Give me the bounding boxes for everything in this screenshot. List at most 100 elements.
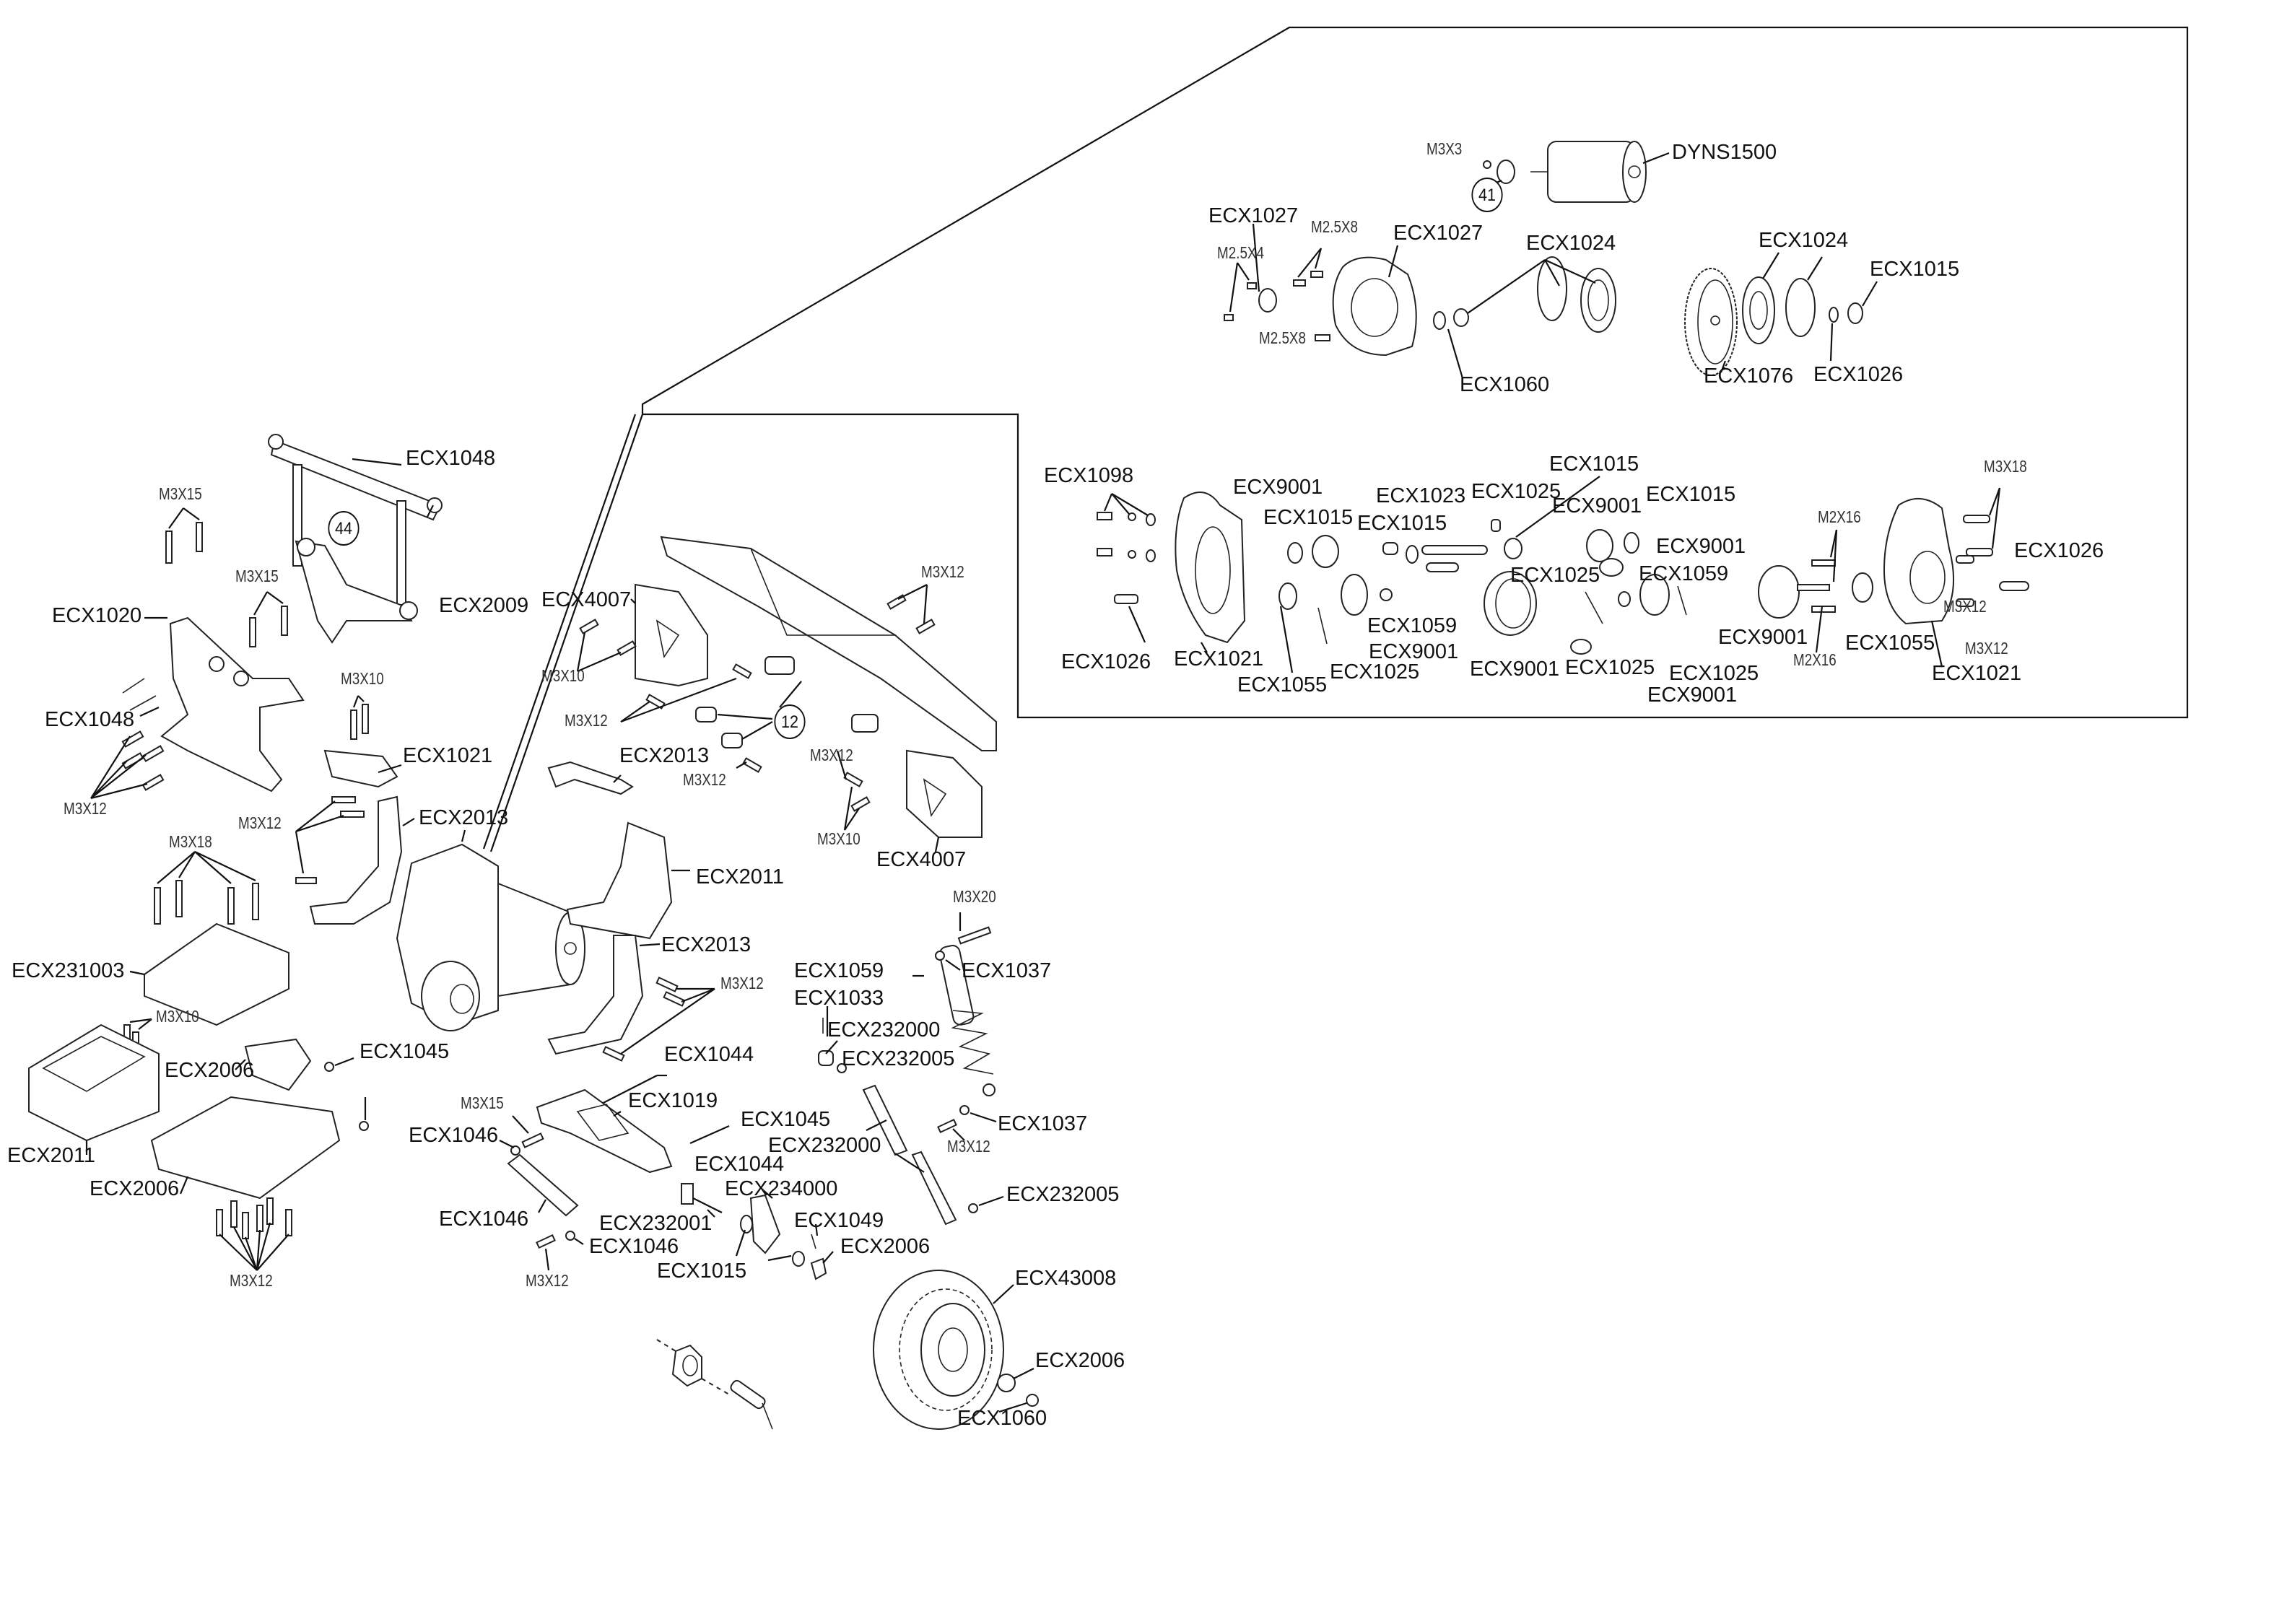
inset-leader-line xyxy=(482,414,637,850)
label-m2-5x8: M2.5X8 xyxy=(1259,331,1307,348)
chassis-plate-ecx2006 xyxy=(150,1096,341,1271)
callout-44: 44 xyxy=(328,511,360,546)
skid-plate-ecx4007-left xyxy=(630,583,708,687)
servo-mount-ecx1021 xyxy=(323,749,402,788)
label-ecx2013: ECX2013 xyxy=(661,934,752,957)
trans-screws-left xyxy=(1097,493,1156,643)
label-ecx43008: ECX43008 xyxy=(1015,1267,1117,1291)
label-ecx1021: ECX1021 xyxy=(1932,663,2022,686)
label-m3x20: M3X20 xyxy=(953,889,996,907)
label-ecx1049: ECX1049 xyxy=(794,1210,884,1233)
motor-dyns1500 xyxy=(1530,141,1670,203)
ecx1045-screws xyxy=(324,1057,369,1131)
label-m3x3: M3X3 xyxy=(1426,141,1463,159)
label-ecx1025: ECX1025 xyxy=(1510,564,1600,588)
gear-cover-ecx1027 xyxy=(1332,245,1417,357)
label-ecx1015: ECX1015 xyxy=(1357,512,1447,536)
label-ecx1045: ECX1045 xyxy=(360,1041,450,1064)
label-ecx232005: ECX232005 xyxy=(1006,1184,1120,1207)
label-ecx1025: ECX1025 xyxy=(1669,663,1759,686)
label-ecx1098: ECX1098 xyxy=(1044,465,1134,488)
label-m3x12: M3X12 xyxy=(810,748,853,765)
label-ecx2006: ECX2006 xyxy=(165,1060,255,1083)
receiver-lid-ecx231003 xyxy=(129,851,289,1026)
label-ecx1025: ECX1025 xyxy=(1330,661,1420,684)
label-m3x15: M3X15 xyxy=(159,486,202,504)
spring-and-washer xyxy=(1433,308,1469,379)
label-m3x12: M3X12 xyxy=(921,564,964,582)
label-ecx1046: ECX1046 xyxy=(589,1236,679,1259)
label-ecx232000: ECX232000 xyxy=(827,1019,941,1042)
label-ecx1027: ECX1027 xyxy=(1208,205,1299,228)
spur-gear-ecx1076 xyxy=(1684,268,1738,376)
label-ecx1048: ECX1048 xyxy=(45,709,135,732)
label-ecx2013: ECX2013 xyxy=(619,745,710,768)
label-ecx1020: ECX1020 xyxy=(52,605,142,628)
label-m3x10: M3X10 xyxy=(156,1009,199,1026)
label-ecx231003: ECX231003 xyxy=(12,960,125,983)
pinion-gear xyxy=(1483,160,1515,186)
label-m3x18: M3X18 xyxy=(169,834,212,852)
label-m3x15: M3X15 xyxy=(235,569,279,586)
label-m3x12: M3X12 xyxy=(230,1273,273,1291)
label-ecx1060: ECX1060 xyxy=(957,1407,1047,1431)
label-ecx2006: ECX2006 xyxy=(90,1178,180,1201)
label-m3x12: M3X12 xyxy=(1965,641,2008,658)
label-m3x10: M3X10 xyxy=(541,668,585,686)
label-m3x12: M3X12 xyxy=(238,816,282,833)
label-ecx1060: ECX1060 xyxy=(1460,374,1550,397)
label-m3x12: M3X12 xyxy=(1943,599,1987,616)
label-ecx4007: ECX4007 xyxy=(876,849,967,872)
trans-case-right-ecx1021 xyxy=(1797,487,2029,668)
label-ecx1019: ECX1019 xyxy=(628,1090,718,1113)
label-ecx234000: ECX234000 xyxy=(725,1178,838,1201)
label-ecx2006: ECX2006 xyxy=(840,1236,931,1259)
label-ecx1055: ECX1055 xyxy=(1237,674,1328,697)
body-post-ecx2009 xyxy=(268,434,443,644)
label-ecx2009: ECX2009 xyxy=(439,595,529,618)
bumper-mount-ecx2013 xyxy=(547,761,634,795)
front-bumper xyxy=(660,536,997,751)
label-m2x16: M2X16 xyxy=(1818,510,1861,527)
chassis-side-ecx2011 xyxy=(566,821,690,940)
label-m3x12: M3X12 xyxy=(720,976,764,993)
inset-frame xyxy=(641,26,2189,719)
label-ecx1015: ECX1015 xyxy=(1549,453,1639,476)
label-ecx9001: ECX9001 xyxy=(1647,684,1738,707)
axle-and-knuckle xyxy=(681,1183,834,1280)
screws-front-tower xyxy=(165,507,369,740)
callout-12: 12 xyxy=(774,704,806,739)
hex-adapter-and-stub-axle xyxy=(656,1339,773,1430)
label-m3x12: M3X12 xyxy=(683,772,726,790)
bumper-mount-ecx2006 xyxy=(235,1038,312,1091)
label-ecx1033: ECX1033 xyxy=(794,987,884,1010)
label-ecx9001: ECX9001 xyxy=(1369,641,1459,664)
label-ecx9001: ECX9001 xyxy=(1656,536,1746,559)
label-ecx4007: ECX4007 xyxy=(541,589,632,612)
driveshaft-ecx232000 xyxy=(818,1006,1004,1226)
label-ecx1059: ECX1059 xyxy=(794,960,884,983)
label-ecx232001: ECX232001 xyxy=(599,1213,713,1236)
label-ecx1044: ECX1044 xyxy=(664,1044,754,1067)
slipper-pads xyxy=(1465,252,1878,362)
label-m3x18: M3X18 xyxy=(1984,459,2027,476)
cover-ring-ecx1027 xyxy=(1252,223,1277,313)
label-ecx1027: ECX1027 xyxy=(1393,222,1484,245)
label-ecx1015: ECX1015 xyxy=(657,1260,747,1283)
label-ecx1026: ECX1026 xyxy=(2014,540,2104,563)
label-ecx232000: ECX232000 xyxy=(768,1135,881,1158)
suspension-arm-ecx1019 xyxy=(536,1088,673,1174)
label-ecx9001: ECX9001 xyxy=(1718,627,1808,650)
clips-ecx1048 xyxy=(122,678,160,717)
label-ecx1045: ECX1045 xyxy=(741,1109,831,1132)
label-m3x12: M3X12 xyxy=(565,713,608,730)
label-ecx9001: ECX9001 xyxy=(1233,476,1323,499)
callout-41: 41 xyxy=(1471,178,1503,212)
label-ecx1037: ECX1037 xyxy=(962,960,1052,983)
label-ecx1024: ECX1024 xyxy=(1759,230,1849,253)
receiver-box-ecx2011 xyxy=(28,1023,160,1155)
label-m3x12: M3X12 xyxy=(947,1139,990,1156)
rear-brace-ecx2013 xyxy=(547,935,715,1062)
label-ecx1059: ECX1059 xyxy=(1639,563,1729,586)
